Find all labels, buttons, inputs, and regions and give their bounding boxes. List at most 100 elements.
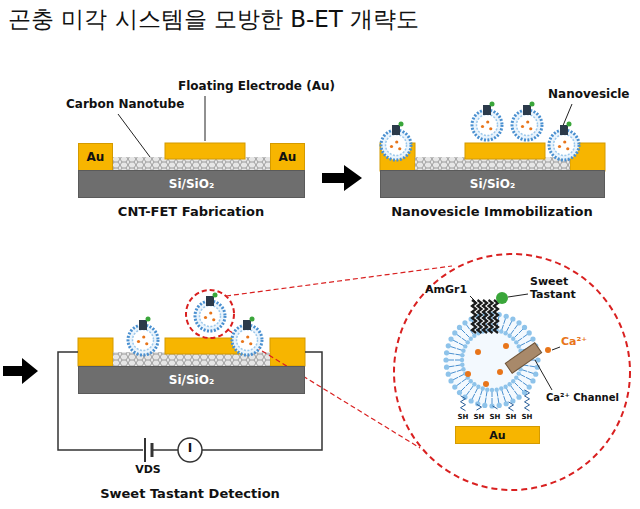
part-label: Carbon Nanotube <box>66 98 184 112</box>
nanovesicles <box>128 102 579 356</box>
zoom-line <box>226 266 452 296</box>
calcium-ion <box>145 342 148 345</box>
nanovesicle <box>195 293 225 332</box>
thiol-label: SH <box>506 413 517 421</box>
lipid-head <box>522 325 527 330</box>
vesicle-membrane <box>133 330 154 351</box>
vesicle-membrane <box>554 135 575 156</box>
tastant-dot <box>146 317 151 322</box>
battery-symbol <box>151 443 154 457</box>
nanovesicle <box>232 317 262 356</box>
thiol-linker <box>493 406 498 409</box>
gold-electrode: Au <box>455 426 540 444</box>
calcium-ion <box>465 371 471 377</box>
calcium-ion <box>526 120 529 123</box>
lipid-head <box>507 334 511 338</box>
lipid-head <box>461 367 465 371</box>
lipid-head <box>503 385 507 389</box>
vesicle-membrane <box>477 115 498 136</box>
leader-line <box>508 294 528 297</box>
part-label: AmGr1 <box>425 284 467 297</box>
amgr1-receptor <box>483 300 487 333</box>
lipid-head <box>497 403 502 408</box>
vesicle-membrane <box>517 115 538 136</box>
calcium-ion <box>249 342 252 345</box>
part-label: Sweet Tastant <box>530 276 590 301</box>
process-arrow <box>322 165 362 191</box>
amgr1-receptor <box>478 300 482 333</box>
leader-line <box>118 114 150 157</box>
lipid-head <box>494 387 498 391</box>
node-label: Au <box>489 429 505 442</box>
substrate-band: Si/SiO₂ <box>78 366 305 394</box>
lipid-head <box>469 379 473 383</box>
sweet-tastant <box>496 292 508 304</box>
lipid-head <box>457 325 462 330</box>
lipid-head <box>446 343 451 348</box>
part-label: Nanovesicle <box>548 88 630 102</box>
lipid-head <box>510 316 515 321</box>
lipid-head <box>444 350 449 355</box>
lipid-head <box>472 334 476 338</box>
lipid-head <box>489 403 494 408</box>
node-label: Si/SiO₂ <box>169 373 214 387</box>
lipid-head <box>530 378 535 383</box>
calcium-ion <box>489 127 492 130</box>
calcium-ion <box>142 335 145 338</box>
receptor-symbol <box>523 105 531 115</box>
receptor-symbol <box>560 125 568 135</box>
vesicle-membrane <box>237 330 258 351</box>
tastant-dot <box>250 317 255 322</box>
calcium-ion <box>545 347 551 353</box>
calcium-ion <box>246 335 249 338</box>
lipid-head <box>499 386 503 390</box>
lipid-head <box>452 384 457 389</box>
calcium-ion <box>529 127 532 130</box>
amgr1-receptor <box>489 300 493 333</box>
tastant-dot <box>213 293 218 298</box>
calcium-ion <box>481 125 484 128</box>
ammeter-symbol <box>178 438 202 462</box>
lipid-head <box>507 382 511 386</box>
au-pad <box>78 338 113 366</box>
floating-electrode <box>465 143 545 159</box>
lipid-head <box>514 375 518 379</box>
receptor-symbol <box>243 320 251 330</box>
calcium-ion <box>486 120 489 123</box>
calcium-ion <box>558 145 561 148</box>
lipid-head <box>533 372 538 377</box>
calcium-ion <box>566 147 569 150</box>
zoom-circle <box>394 254 630 490</box>
calcium-ion <box>497 369 503 375</box>
node-label: Au <box>279 150 297 164</box>
calcium-ion <box>390 145 393 148</box>
vesicle-membrane <box>200 306 221 327</box>
panel-caption: Sweet Tastant Detection <box>100 487 280 502</box>
tastant-dot <box>399 122 404 127</box>
lipid-head <box>462 320 467 325</box>
thiol-label: SH <box>522 413 533 421</box>
lipid-head <box>461 349 465 353</box>
circuit-wire <box>153 449 178 451</box>
lipid-head <box>446 372 451 377</box>
battery-symbol <box>144 438 146 462</box>
thiol-linker <box>525 390 530 411</box>
lipid-head <box>511 337 515 341</box>
calcium-ion <box>204 316 207 319</box>
lipid-head <box>527 330 532 335</box>
leader-line <box>205 96 206 141</box>
lipid-head <box>516 395 521 400</box>
calcium-ion <box>563 140 566 143</box>
lipid-head <box>444 365 449 370</box>
lipid-head <box>463 344 467 348</box>
lipid-head <box>517 344 521 348</box>
substrate-band: Si/SiO₂ <box>78 170 305 198</box>
lipid-head <box>469 337 473 341</box>
au-pad <box>270 338 305 366</box>
thiol-linker <box>509 402 514 411</box>
zoom-vesicle <box>443 292 560 411</box>
receptor-symbol <box>392 125 400 135</box>
calcium-ion <box>395 140 398 143</box>
lipid-head <box>482 403 487 408</box>
lipid-head <box>452 330 457 335</box>
